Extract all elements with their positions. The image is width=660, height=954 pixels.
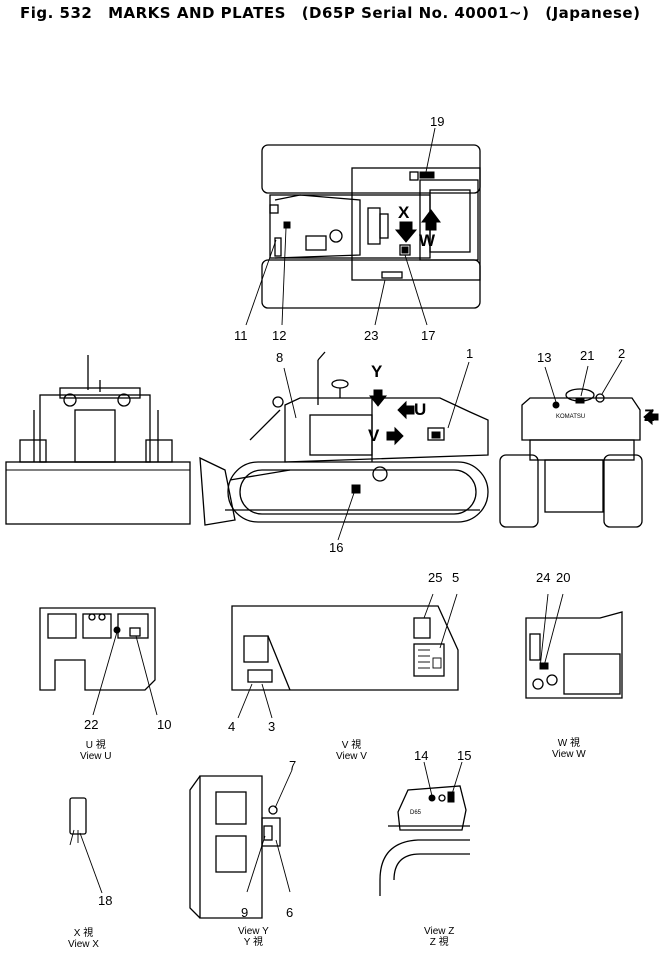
- callout-6: 6: [286, 905, 294, 920]
- callout-21: 21: [580, 348, 595, 363]
- caption-view-x: X 視 View X: [68, 928, 99, 950]
- figure-name: MARKS AND PLATES: [108, 4, 286, 22]
- caption-view-w-en: View W: [552, 749, 586, 760]
- callout-2: 2: [618, 346, 626, 361]
- callout-3: 3: [268, 719, 276, 734]
- callout-25: 25: [428, 570, 443, 585]
- caption-view-w: W 視 View W: [552, 738, 586, 760]
- callout-16: 16: [329, 540, 344, 555]
- caption-view-v-en: View V: [336, 751, 367, 762]
- view-v-drawing: [231, 593, 459, 719]
- view-letter-v: V: [368, 426, 380, 445]
- callout-11: 11: [234, 328, 248, 343]
- view-letter-x: X: [398, 203, 410, 222]
- caption-view-z-en: View Z: [424, 926, 455, 937]
- view-x-drawing: [69, 797, 103, 894]
- caption-view-w-jp: W 視: [557, 738, 580, 749]
- callout-8: 8: [276, 350, 284, 365]
- caption-view-v-jp: V 視: [341, 740, 362, 751]
- top-view: [245, 127, 481, 326]
- callout-1: 1: [466, 346, 474, 361]
- view-letter-z: Z: [644, 406, 655, 425]
- callout-22: 22: [84, 717, 99, 732]
- caption-view-v: V 視 View V: [336, 740, 367, 762]
- caption-view-y-en: View Y: [238, 926, 269, 937]
- plate-brand-text: KOMATSU: [556, 414, 586, 420]
- callout-24: 24: [536, 570, 551, 585]
- callout-17: 17: [421, 328, 436, 343]
- callout-4: 4: [228, 719, 236, 734]
- figure-title: Fig. 532 MARKS AND PLATES (D65P Serial N…: [20, 4, 650, 22]
- front-view: [5, 355, 191, 525]
- view-letter-u: U: [414, 400, 427, 419]
- callout-10: 10: [157, 717, 172, 732]
- callout-14: 14: [414, 748, 429, 763]
- caption-view-x-en: View X: [68, 939, 99, 950]
- caption-view-z: View Z Z 視: [424, 926, 454, 948]
- caption-view-y-jp: Y 視: [243, 937, 264, 948]
- callout-13: 13: [537, 350, 552, 365]
- callout-5: 5: [452, 570, 460, 585]
- caption-view-x-jp: X 視: [73, 928, 94, 939]
- caption-view-u-jp: U 視: [85, 740, 106, 751]
- callout-9: 9: [241, 905, 249, 920]
- figure-number: Fig. 532: [20, 4, 93, 22]
- view-w-drawing: [525, 593, 623, 699]
- view-letter-y: Y: [371, 362, 383, 381]
- figure-serial: (D65P Serial No. 40001~): [301, 4, 530, 22]
- side-view: [199, 351, 489, 541]
- caption-view-u: U 視 View U: [80, 740, 112, 762]
- plate-model-text: D65: [410, 810, 422, 816]
- view-y-drawing: [189, 769, 293, 919]
- view-u-drawing: [39, 607, 158, 716]
- caption-view-y: View Y Y 視: [238, 926, 269, 948]
- figure-language: (Japanese): [545, 4, 641, 22]
- callout-18: 18: [98, 893, 113, 908]
- callout-12: 12: [272, 328, 287, 343]
- callout-7: 7: [289, 758, 297, 773]
- view-letter-w: W: [419, 231, 436, 250]
- callout-23: 23: [364, 328, 379, 343]
- view-z-drawing: [379, 761, 470, 896]
- callout-19: 19: [430, 114, 445, 129]
- caption-view-z-jp: Z 視: [429, 937, 449, 948]
- callout-20: 20: [556, 570, 571, 585]
- caption-view-u-en: View U: [80, 751, 112, 762]
- rear-view: [499, 359, 659, 528]
- callout-15: 15: [457, 748, 472, 763]
